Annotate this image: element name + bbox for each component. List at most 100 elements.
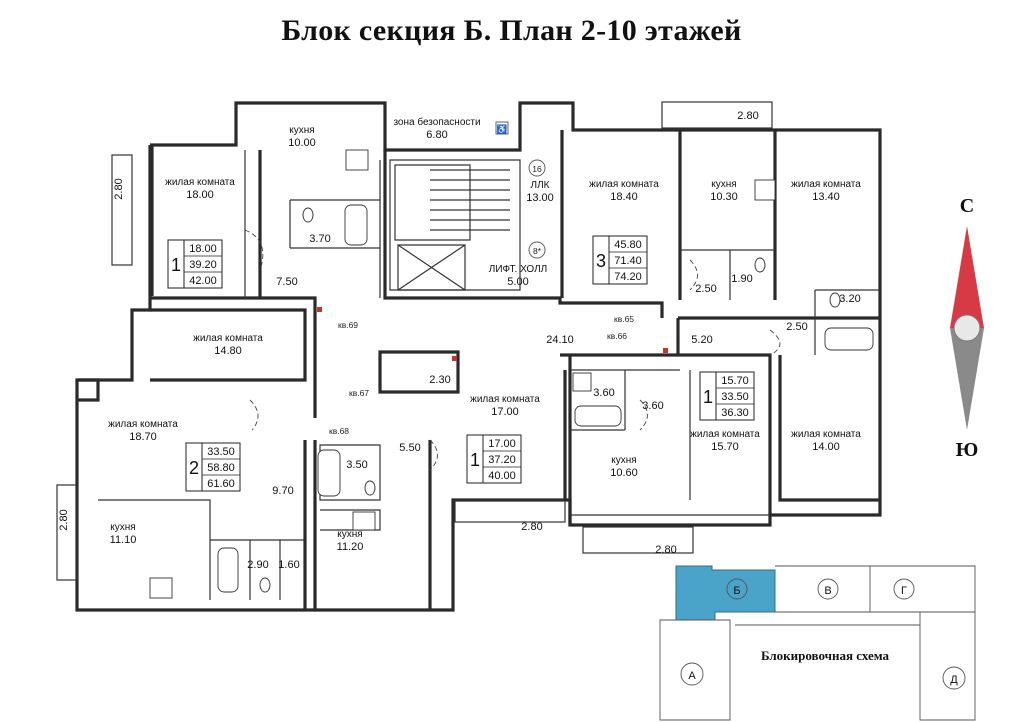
room-marker-llk: 16	[532, 164, 542, 174]
balcony-area: 2.80	[655, 544, 676, 556]
stove-icon	[572, 372, 592, 392]
blocking-scheme: В Г Б А Д Блокировочная схема	[659, 565, 976, 721]
room-area-a3-living2: 13.40	[812, 191, 840, 203]
bathtub-icon	[317, 449, 341, 497]
stove-icon	[352, 511, 376, 531]
accessibility-icon	[495, 121, 509, 135]
apartment-ref-label: кв.69	[338, 320, 358, 330]
compass-north-arrow	[950, 226, 984, 328]
room-name-a2-kitchen: кухня	[110, 522, 135, 533]
room-area-a1-hall: 7.50	[276, 276, 297, 288]
room-name-a1-kitchen: кухня	[289, 125, 314, 136]
lift-marker	[528, 241, 546, 259]
room-area-a3-kitchen: 10.30	[710, 191, 738, 203]
apartment-ref-label: кв.66	[607, 331, 627, 341]
apartment-area-value: 61.60	[207, 478, 235, 490]
room-name-a1c-kitchen: кухня	[337, 529, 362, 540]
room-name-safety: зона безопасности	[393, 116, 480, 128]
scheme-label: Блокировочная схема	[761, 648, 890, 663]
room-area-a1r-hall2: 3.60	[642, 400, 663, 412]
room-area-lift: 5.00	[507, 276, 528, 288]
compass-south-arrow	[950, 328, 984, 430]
room-area-a2-wc: 1.60	[278, 559, 299, 571]
apartment-summary-box: 1 15.70 33.50 36.30	[699, 371, 755, 421]
apartment-ref-label: кв.67	[349, 388, 369, 398]
entry-marker	[452, 356, 457, 361]
room-area-a3-hall: 2.50	[695, 283, 716, 295]
bathtub-icon	[217, 547, 239, 593]
apartment-ref-label: кв.65	[614, 314, 634, 324]
stove-icon	[345, 149, 369, 171]
balcony-area: 2.80	[737, 110, 758, 122]
room-area-a2-kitchen: 11.10	[110, 534, 137, 546]
toilet-icon	[259, 577, 271, 593]
inner-partitions	[98, 150, 880, 600]
apartment-area-value: 18.00	[189, 243, 217, 255]
apartment-room-count: 1	[703, 387, 713, 407]
room-name-a1r-kitchen: кухня	[611, 455, 636, 466]
bathtub-icon	[824, 327, 874, 351]
room-name-a2-living2: жилая комната	[108, 419, 178, 430]
room-name-a1r-living: жилая комната	[690, 429, 760, 440]
room-area-a1r-hall: 5.20	[691, 334, 712, 346]
compass-center	[953, 314, 981, 342]
scheme-section-v: В	[824, 585, 831, 597]
apartment-area-value: 45.80	[614, 239, 642, 251]
stove-icon	[754, 179, 776, 201]
room-area-a3-living1: 18.40	[610, 191, 638, 203]
entry-marker	[317, 307, 322, 312]
room-area-a2-living1: 14.80	[214, 345, 242, 357]
stove-icon	[149, 577, 173, 599]
scheme-section-a: А	[688, 670, 696, 682]
apartment-area-value: 15.70	[721, 375, 749, 387]
room-area-a1-bath: 3.70	[309, 233, 330, 245]
apartment-area-value: 40.00	[488, 470, 516, 482]
balcony-area: 2.80	[521, 521, 542, 533]
room-area-a1r-living: 15.70	[711, 441, 739, 453]
room-area-corridor: 24.10	[546, 334, 574, 346]
apartment-area-value: 17.00	[488, 438, 516, 450]
apartment-room-count: 1	[171, 255, 181, 275]
apartment-room-count: 2	[189, 458, 199, 478]
scheme-section-g: Г	[901, 585, 907, 597]
room-area-a1-kitchen: 10.00	[288, 137, 316, 149]
balcony-area: 2.80	[113, 178, 125, 199]
llk-marker	[528, 159, 546, 177]
balcony-labels: 2.802.802.802.802.80	[58, 110, 759, 556]
room-area-a2-living2: 18.70	[129, 431, 157, 443]
room-name-a1-living: жилая комната	[165, 177, 235, 188]
apartment-room-count: 1	[470, 450, 480, 470]
room-area-safety: 6.80	[426, 129, 447, 141]
apartment-area-value: 36.30	[721, 407, 749, 419]
room-area-a1c-kitchen: 11.20	[337, 541, 364, 553]
bathtub-icon	[574, 405, 622, 427]
door-arcs	[244, 229, 781, 471]
room-area-a3r-living: 14.00	[812, 441, 840, 453]
apartment-summary-box: 2 33.50 58.80 61.60	[185, 442, 241, 492]
apartment-summaries: 118.0039.2042.00345.8071.4074.20233.5058…	[167, 235, 755, 492]
page-title: Блок секция Б. План 2-10 этажей	[281, 14, 742, 47]
compass: С Ю	[950, 195, 984, 461]
fixtures	[149, 149, 874, 599]
apartment-area-value: 58.80	[207, 462, 235, 474]
apartment-area-value: 33.50	[721, 391, 749, 403]
room-name-a2-living1: жилая комната	[193, 333, 263, 344]
room-marker-lift: 8*	[533, 246, 542, 256]
scheme-section-d: Д	[950, 674, 958, 686]
room-area-a3-bath: 3.20	[839, 293, 860, 305]
apartment-area-value: 33.50	[207, 446, 235, 458]
room-area-a1c-bath: 3.50	[346, 459, 367, 471]
room-area-a1r-kitchen: 10.60	[610, 467, 638, 479]
apartment-area-value: 71.40	[614, 255, 642, 267]
apartment-area-value: 74.20	[614, 271, 642, 283]
room-area-a2-hall: 9.70	[272, 485, 293, 497]
bathtub-icon	[344, 204, 368, 246]
room-name-a3r-living: жилая комната	[791, 429, 861, 440]
apartment-area-value: 37.20	[488, 454, 516, 466]
toilet-icon	[829, 292, 841, 308]
room-name-llk: ЛЛК	[531, 180, 550, 191]
room-area-a3-wc: 1.90	[731, 273, 752, 285]
